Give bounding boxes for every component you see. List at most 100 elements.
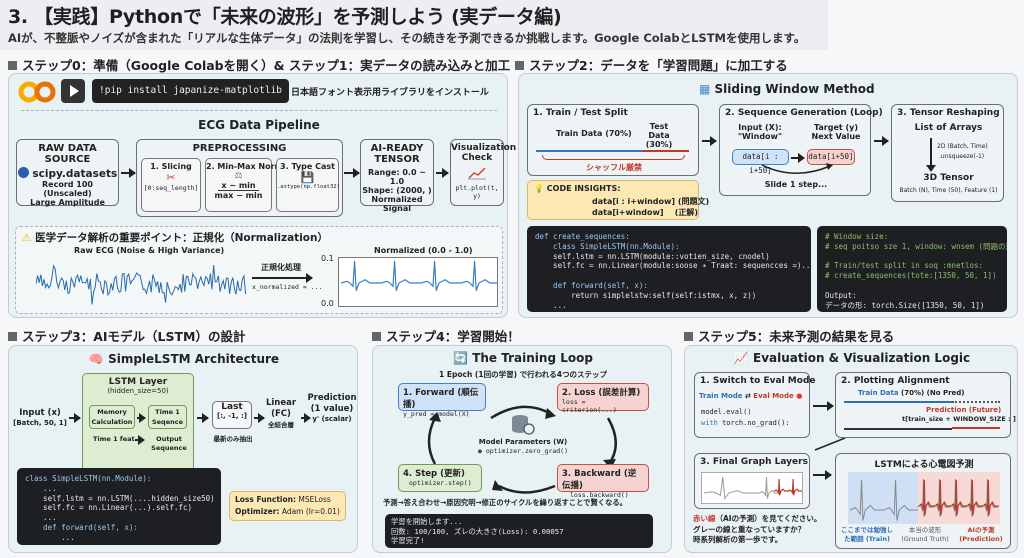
raw-amplitude-label: Large Amplitude	[30, 198, 105, 207]
type-cast-title: 3. Type Cast	[280, 162, 335, 171]
diagonal-arrow-icon	[814, 438, 846, 451]
train-pct-text: (70%) (No Pred)	[901, 389, 965, 397]
train-data-text: Train Data	[858, 389, 899, 397]
lstm-ecg-prediction-box: LSTMによる心電図予測 ここまでは勉強した範囲 (Train) 本当の波形 (…	[835, 453, 1011, 549]
raw-ecg-line	[36, 264, 246, 305]
arrow-icon	[135, 435, 145, 445]
no-shuffle-warning: シャッフル厳禁	[586, 163, 642, 172]
run-cell-button[interactable]	[61, 79, 85, 103]
loss-step-box: 2. Loss (誤差計算) loss = criterion(...)	[557, 383, 649, 414]
step4-panel: 🔄 The Training Loop 1 Epoch (1回の学習) で行われ…	[372, 345, 672, 553]
normalized-ecg-plot	[338, 257, 498, 307]
test-data-label: Test Data (30%)	[645, 122, 673, 149]
arrow-icon	[436, 168, 449, 178]
pip-install-note: 日本語フォント表示用ライブラリをインストール	[291, 88, 489, 98]
train-segment-bar	[536, 150, 643, 152]
code-insights-title: 💡 CODE INSIGHTS:	[534, 184, 620, 193]
tensor-label: Normalized Signal	[371, 195, 423, 213]
arrow-icon	[301, 413, 311, 423]
cycle-description: 予測→答え合わせ→原因究明→修正のサイクルを繰り返すことで賢くなる。	[383, 498, 627, 507]
evaluation-title-text: Evaluation & Visualization Logic	[753, 351, 971, 365]
seq-title: 2. Sequence Generation (Loop)	[725, 108, 883, 118]
ground-truth-mini-line	[703, 476, 781, 501]
backward-code: loss.backward()	[570, 491, 629, 499]
normalized-y-max: 0.1	[321, 254, 334, 263]
code-line	[535, 271, 803, 281]
code-line: データの形: torch.Size([1350, 50, 1])	[825, 300, 985, 310]
code-line: 回数: 100/100, ズレの大きさ(Loss): 0.00057	[391, 526, 564, 536]
eval-mode-box: 1. Switch to Eval Mode Train Mode ⇄ Eval…	[694, 372, 815, 438]
training-loop-subtitle: 1 Epoch (1回の学習) で行われる4つのステップ	[439, 370, 607, 379]
scipy-icon	[17, 167, 29, 178]
arrow-icon	[702, 136, 717, 146]
training-console-output: 学習を開始します...回数: 100/100, ズレの大きさ(Loss): 0.…	[385, 514, 653, 548]
train-line	[844, 401, 952, 403]
input-x-label: Input (x)	[19, 408, 61, 418]
brace	[542, 155, 685, 160]
code-insight-line-2: data[i+window] (正解)	[592, 208, 698, 217]
memory-calculation-box: Memory Calculation	[89, 405, 135, 429]
lstm-hidden-size: (hidden_size=50)	[107, 387, 169, 395]
step-title: 4. Step (更新)	[403, 469, 465, 479]
time-sequence-box: Time 1 Seqence	[148, 405, 187, 429]
prediction-future-label: Prediction (Future)	[926, 406, 1002, 414]
arrow-icon	[69, 413, 81, 423]
viz-title: Visualization Check	[451, 143, 517, 163]
code-line: 学習完了!	[391, 536, 425, 545]
normalization-title-text: 医学データ解析の重要ポイント：正規化（Normalization）	[35, 232, 328, 244]
step-code: optimizer.step()	[409, 479, 472, 487]
raw-ecg-waveform	[36, 264, 246, 305]
test-segment-bar	[643, 150, 689, 152]
colab-logo-icon	[18, 81, 56, 103]
dot-icon: ●	[477, 447, 482, 455]
ecg-prediction-title: LSTMによる心電図予測	[874, 460, 974, 470]
code-line: # Window size:	[825, 232, 889, 241]
normalization-box: ⚠ 医学データ解析の重要ポイント：正規化（Normalization） Raw …	[15, 226, 503, 314]
arrow-icon	[344, 168, 360, 178]
tensor-shape: Shape: (2000, )	[362, 186, 432, 195]
plotting-alignment-title: 2. Plotting Alignment	[841, 376, 950, 386]
prediction-value-label: (1 value)	[310, 403, 354, 414]
lightbulb-icon: 💡	[534, 184, 544, 193]
no-grad-code: with torch.no_grad():	[701, 419, 790, 427]
code-line	[825, 281, 999, 291]
train-data-label: Train Data (70%)	[556, 129, 632, 138]
loss-function-row: Loss Function: MSELoss	[235, 494, 340, 506]
step3-heading: ステップ3：AIモデル（LSTM）の設計	[8, 326, 245, 345]
prediction-mini-line	[773, 478, 802, 496]
mode-switch-row: Train Mode ⇄ Eval Mode ●	[699, 392, 802, 400]
normalization-title: ⚠ 医学データ解析の重要ポイント：正規化（Normalization）	[22, 230, 328, 245]
loss-code: loss = criterion(...)	[562, 398, 617, 414]
arrow-icon	[137, 413, 146, 423]
loss-title: 2. Loss (誤差計算)	[562, 388, 641, 398]
scipy-label: scipy.datasets	[17, 167, 118, 180]
preprocessing-box: PREPROCESSING 1. Slicing ✂ [0:seq_length…	[136, 139, 343, 217]
balance-icon: ⚖	[234, 171, 243, 181]
train-test-split-box: 1. Train / Test Split Train Data (70%) T…	[527, 104, 699, 176]
raw-data-title: RAW DATA SOURCE	[38, 143, 97, 165]
code-insights-box: 💡 CODE INSIGHTS: data[i : i+window] (問題文…	[527, 180, 709, 220]
database-gear-icon	[512, 415, 535, 435]
last-title: Last	[221, 402, 243, 412]
last-slice-code: [:, -1, :]	[217, 412, 247, 420]
target-label: Target (y) Next Value	[811, 123, 861, 141]
step5-panel: 📈 Evaluation & Visualization Logic 1. Sw…	[684, 345, 1018, 553]
train-data-align-label: Train Data (70%) (No Pred)	[858, 389, 964, 397]
warning-icon: ⚠	[22, 232, 32, 244]
train-range-annotation: ここまでは勉強した範囲 (Train)	[841, 526, 893, 543]
viz-code: plt.plot(t, y)	[455, 184, 499, 200]
pip-install-command[interactable]: !pip install japanize-matplotlib	[92, 79, 290, 103]
code-line: self.lstm = nn.LSTM(....hidden_size50)	[25, 493, 215, 503]
code-line: self.lstm = nn.LSTM(module::votien_size,…	[535, 251, 770, 261]
input-window-label: Input (X): "Window"	[737, 123, 783, 141]
code-line: class SimpleLSTM(nn.Module):	[535, 241, 680, 251]
zero-grad-row: ● optimizer.zero_grad()	[458, 447, 588, 455]
training-loop-title-text: The Training Loop	[472, 351, 593, 365]
trend-chart-icon: 📈	[733, 351, 749, 365]
evaluation-title: 📈 Evaluation & Visualization Logic	[685, 351, 1019, 365]
down-arrow-icon	[926, 138, 936, 172]
ground-truth-annotation: 本当の波形 (Ground Truth)	[901, 526, 949, 543]
code-line: self.fc = nn.Linear(...).self.fc)	[25, 503, 193, 513]
brain-icon: 🧠	[88, 352, 104, 366]
last-note: 最新のみ抽出	[213, 435, 253, 443]
